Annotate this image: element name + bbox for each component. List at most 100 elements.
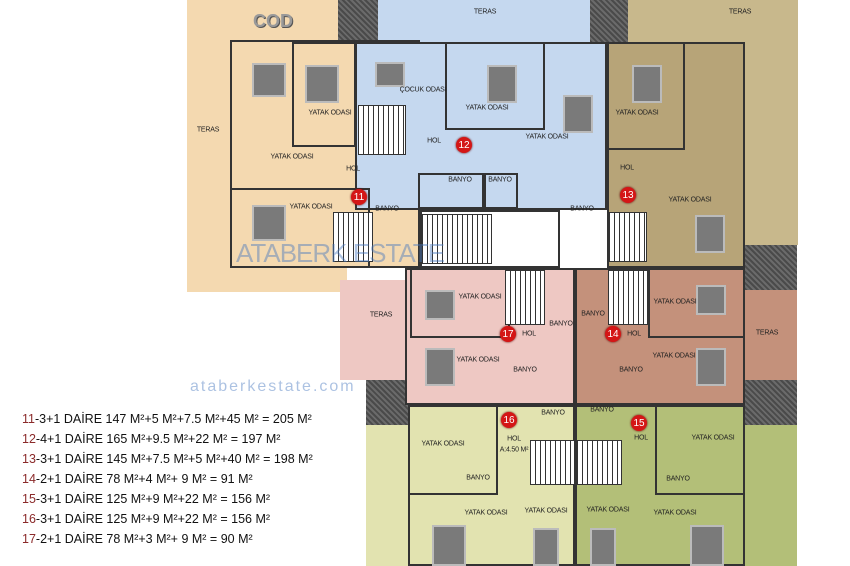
cod-logo: COD (253, 11, 293, 31)
room-label: HOL (346, 165, 360, 173)
unit-marker-14: 14 (605, 326, 621, 342)
terrace-14 (745, 290, 797, 380)
room (445, 42, 545, 130)
staircase (358, 105, 406, 155)
staircase (577, 440, 622, 485)
column-block (745, 380, 797, 425)
room-label: YATAK ODASI (464, 509, 508, 517)
watermark-url: ataberkestate.com (190, 378, 356, 395)
room-label: TERAS (755, 329, 779, 337)
legend-row: 17-2+1 DAİRE 78 M²+3 M²+ 9 M² = 90 M² (22, 532, 253, 546)
room-label: BANYO (513, 366, 537, 374)
bed (695, 215, 725, 253)
room-label: YATAK ODASI (289, 203, 333, 211)
column-block (338, 0, 378, 42)
room-label: BANYO (448, 176, 472, 184)
terrace-17 (340, 280, 410, 380)
room-label: HOL (522, 330, 536, 338)
room-label: YATAK ODASI (524, 507, 568, 515)
bed (533, 528, 559, 566)
bed (432, 525, 466, 566)
staircase (608, 270, 648, 325)
unit-marker-13: 13 (620, 187, 636, 203)
room-label: YATAK ODASI (270, 153, 314, 161)
room-label: YATAK ODASI (421, 440, 465, 448)
room (418, 173, 484, 209)
room-label: YATAK ODASI (653, 509, 697, 517)
room-label: BANYO (488, 176, 512, 184)
room-label: BANYO (466, 474, 490, 482)
room-label: BANYO (549, 320, 573, 328)
bed (590, 528, 616, 566)
room-label: YATAK ODASI (308, 109, 352, 117)
room (655, 405, 745, 495)
bed (690, 525, 724, 566)
room-label: HOL (507, 435, 521, 443)
column-block (366, 380, 410, 425)
room-label: YATAK ODASI (458, 293, 502, 301)
column-block (745, 245, 797, 290)
staircase (333, 212, 373, 262)
room-label: A:4.50 M² (499, 446, 529, 454)
room-label: YATAK ODASI (586, 506, 630, 514)
room-label: TERAS (473, 8, 497, 16)
room-label: BANYO (666, 475, 690, 483)
room (408, 405, 498, 495)
room-label: TERAS (369, 311, 393, 319)
room-label: YATAK ODASI (652, 352, 696, 360)
unit-marker-15: 15 (631, 415, 647, 431)
room-label: TERAS (196, 126, 220, 134)
room-label: BANYO (541, 409, 565, 417)
room (607, 42, 685, 150)
unit-marker-17: 17 (500, 326, 516, 342)
bed (632, 65, 662, 103)
room-label: BANYO (581, 310, 605, 318)
room-label: HOL (627, 330, 641, 338)
unit-marker-11: 11 (351, 189, 367, 205)
legend-row: 16-3+1 DAİRE 125 M²+9 M²+22 M² = 156 M² (22, 512, 271, 526)
staircase (422, 214, 492, 264)
legend-row: 13-3+1 DAİRE 145 M²+7.5 M²+5 M²+40 M² = … (22, 452, 313, 466)
room-label: YATAK ODASI (653, 298, 697, 306)
bed (252, 205, 286, 241)
unit-marker-12: 12 (456, 137, 472, 153)
legend-row: 15-3+1 DAİRE 125 M²+9 M²+22 M² = 156 M² (22, 492, 271, 506)
room-label: HOL (634, 434, 648, 442)
bed (252, 63, 286, 97)
room (292, 42, 356, 147)
room-label: HOL (427, 137, 441, 145)
bed (425, 290, 455, 320)
bed (563, 95, 593, 133)
legend-row: 12-4+1 DAİRE 165 M²+9.5 M²+22 M² = 197 M… (22, 432, 281, 446)
column-block (590, 0, 628, 42)
bed (487, 65, 517, 103)
legend-row: 14-2+1 DAİRE 78 M²+4 M²+ 9 M² = 91 M² (22, 472, 253, 486)
side-16 (366, 425, 410, 566)
room (648, 268, 745, 338)
room-label: HOL (620, 164, 634, 172)
staircase (530, 440, 575, 485)
room-label: YATAK ODASI (691, 434, 735, 442)
unit-marker-16: 16 (501, 412, 517, 428)
room-label: TERAS (728, 8, 752, 16)
terrace-12 (378, 0, 590, 42)
room-label: YATAK ODASI (456, 356, 500, 364)
staircase (609, 212, 647, 262)
bed (696, 285, 726, 315)
room-label: BANYO (570, 205, 594, 213)
room-label: YATAK ODASI (465, 104, 509, 112)
bed (375, 62, 405, 87)
room-label: YATAK ODASI (615, 109, 659, 117)
bed (425, 348, 455, 386)
room-label: ÇOCUK ODASI (399, 86, 447, 94)
bed (305, 65, 339, 103)
side-15 (745, 425, 797, 566)
room-label: BANYO (619, 366, 643, 374)
room (484, 173, 518, 209)
staircase (505, 270, 545, 325)
room-label: BANYO (375, 205, 399, 213)
bed (696, 348, 726, 386)
room-label: YATAK ODASI (525, 133, 569, 141)
watermark-brand: ATABERK ESTATE (236, 238, 445, 268)
room-label: YATAK ODASI (668, 196, 712, 204)
